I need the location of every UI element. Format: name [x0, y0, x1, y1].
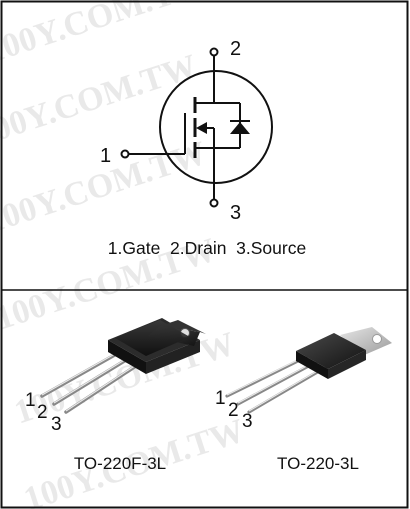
pin-legend: 1.Gate 2.Drain 3.Source [108, 238, 306, 258]
package-to220f [40, 318, 206, 414]
symbol-circle [159, 70, 273, 184]
to220f-pin-3: 3 [51, 414, 62, 435]
watermark-text: 100Y.COM.TW [0, 48, 201, 154]
metal-tab [340, 327, 392, 356]
to220f-pin-1: 1 [25, 390, 36, 411]
package-to220 [225, 327, 392, 414]
to220f-name: TO-220F-3L [74, 454, 166, 473]
gate-terminal [120, 149, 130, 159]
drain-terminal [209, 47, 219, 57]
to220-pin-1: 1 [215, 388, 226, 409]
pin-label-gate: 1 [100, 145, 111, 167]
pin-label-drain: 2 [230, 38, 241, 60]
source-terminal [209, 198, 219, 208]
pin-label-source: 3 [230, 202, 241, 224]
to220f-pin-2: 2 [37, 402, 48, 423]
diode-triangle [230, 122, 250, 134]
to220-name: TO-220-3L [277, 454, 359, 473]
package-leads [40, 350, 144, 414]
body-arrow [196, 122, 207, 134]
to220-pin-2: 2 [228, 400, 239, 421]
to220-pin-3: 3 [242, 411, 253, 432]
